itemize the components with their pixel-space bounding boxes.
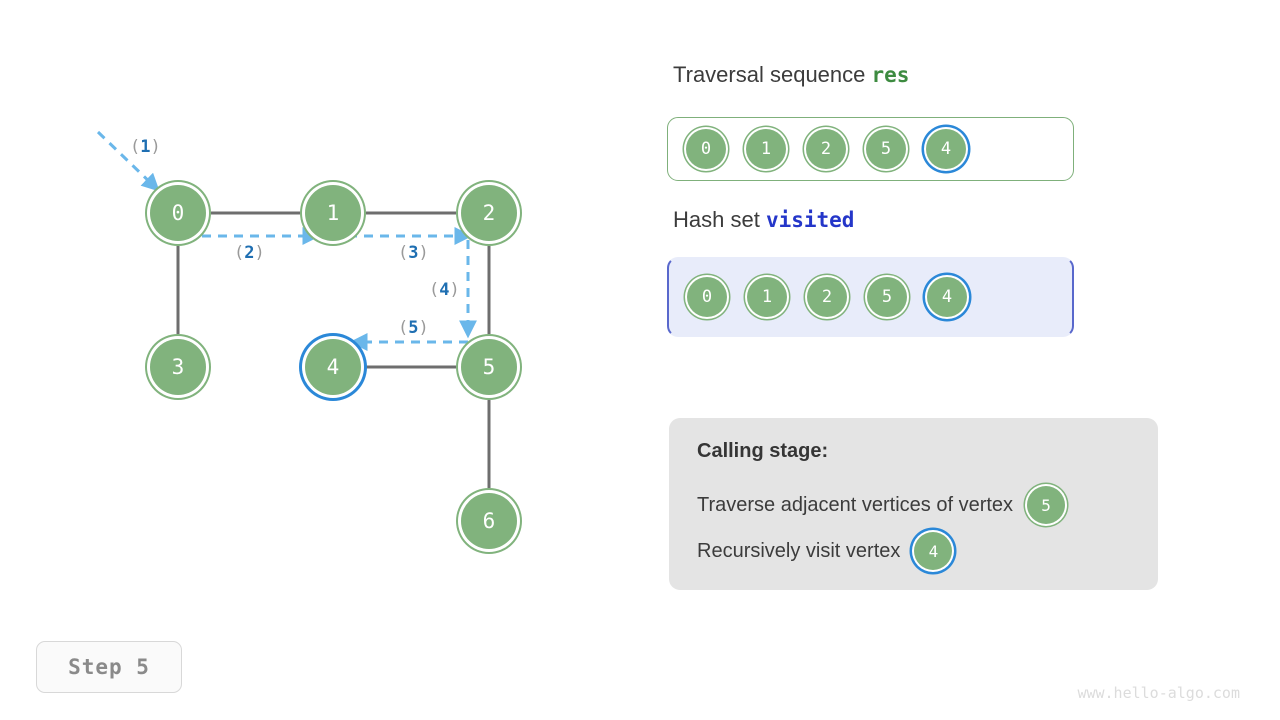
- calling-stage-heading: Calling stage:: [697, 440, 829, 462]
- res-chip-1: 1: [746, 129, 786, 169]
- graph-step-label-1: (1): [130, 137, 161, 157]
- traversal-arrow-1: [96, 130, 160, 192]
- visited-chip-1: 1: [747, 277, 787, 317]
- graph-node-4: 4: [305, 339, 361, 395]
- res-chip-3: 5: [866, 129, 906, 169]
- res-chip-0: 0: [686, 129, 726, 169]
- visited-chip-3: 5: [867, 277, 907, 317]
- watermark: www.hello-algo.com: [1077, 684, 1240, 702]
- res-chip-2: 2: [806, 129, 846, 169]
- graph-node-3: 3: [150, 339, 206, 395]
- graph-node-5: 5: [461, 339, 517, 395]
- res-chip-4: 4: [926, 129, 966, 169]
- graph-node-0: 0: [150, 185, 206, 241]
- visited-title-prefix: Hash set: [673, 207, 766, 232]
- graph-node-2: 2: [461, 185, 517, 241]
- graph-step-label-2: (2): [234, 243, 265, 263]
- visited-title-code: visited: [765, 208, 855, 232]
- graph-step-label-5: (5): [398, 318, 429, 338]
- traversal-arrow-group: [96, 130, 477, 351]
- visited-title: Hash set visited: [673, 207, 854, 233]
- edge-group: [176, 211, 491, 488]
- step-badge: Step 5: [36, 641, 182, 693]
- calling-stage-line-0: Traverse adjacent vertices of vertex 5: [697, 482, 1130, 528]
- graph-edges-layer: [96, 130, 491, 488]
- calling-stage-chip-0: 5: [1027, 486, 1066, 524]
- visited-chip-4: 4: [927, 277, 967, 317]
- visited-chip-0: 0: [687, 277, 727, 317]
- calling-stage-line-1: Recursively visit vertex 4: [697, 528, 1130, 574]
- calling-stage-line-text-1: Recursively visit vertex: [697, 539, 901, 562]
- res-title-code: res: [871, 63, 910, 87]
- res-title: Traversal sequence res: [673, 62, 909, 88]
- res-title-prefix: Traversal sequence: [673, 62, 872, 87]
- visited-chip-2: 2: [807, 277, 847, 317]
- calling-stage-box: Calling stage: Traverse adjacent vertice…: [669, 418, 1158, 590]
- calling-stage-line-text-0: Traverse adjacent vertices of vertex: [697, 493, 1014, 516]
- graph-node-1: 1: [305, 185, 361, 241]
- graph-step-label-3: (3): [398, 243, 429, 263]
- graph-panel: 0 1 2 3 4 5 6 (1) (2) (3)(4)(5): [96, 130, 517, 549]
- calling-stage-chip-1: 4: [914, 532, 953, 570]
- graph-step-label-4: (4): [429, 280, 460, 300]
- graph-node-6: 6: [461, 493, 517, 549]
